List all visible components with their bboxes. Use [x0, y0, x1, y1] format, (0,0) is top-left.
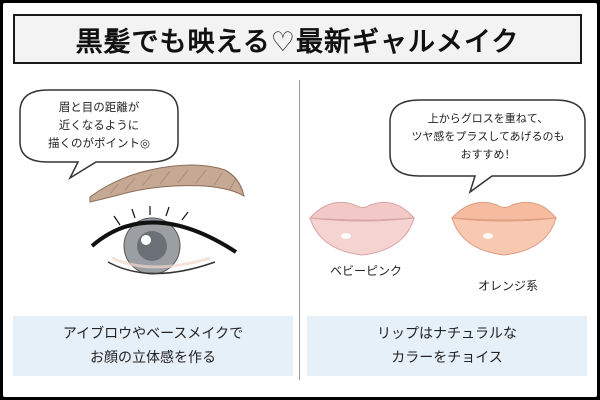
left-bubble-text: 眉と目の距離が 近くなるように 描くのがポイント◎	[32, 98, 166, 152]
left-speech-bubble	[19, 89, 179, 181]
column-divider	[299, 80, 300, 380]
left-bubble-line: 眉と目の距離が	[58, 100, 140, 114]
eyebrow-icon	[89, 164, 245, 203]
pink-lips-icon	[308, 201, 416, 256]
orange-lip-label: オレンジ系	[478, 279, 539, 293]
left-caption-box: アイブロウやベースメイクで お顔の立体感を作る	[13, 316, 293, 376]
right-caption-box: リップはナチュラルな カラーをチョイス	[307, 316, 587, 376]
right-bubble-text: 上からグロスを重ねて、 ツヤ感をプラスしてあげるのも おすすめ！	[396, 110, 580, 164]
right-caption-line: リップはナチュラルな	[377, 326, 517, 342]
page-title: 黒髪でも映える♡最新ギャルメイク	[75, 26, 520, 58]
left-caption-line: アイブロウやベースメイクで	[62, 326, 244, 342]
orange-lips-icon	[450, 201, 557, 256]
title-banner: 黒髪でも映える♡最新ギャルメイク	[13, 14, 582, 64]
eye-icon	[90, 206, 238, 279]
pink-lip-label: ベビーピンク	[330, 264, 403, 278]
right-bubble-line: おすすめ！	[460, 148, 516, 161]
left-bubble-line: 近くなるように	[58, 118, 140, 132]
right-speech-bubble	[389, 99, 586, 194]
right-bubble-line: ツヤ感をプラスしてあげるのも	[411, 130, 565, 143]
right-bubble-line: 上からグロスを重ねて、	[427, 112, 549, 125]
right-caption-line: カラーをチョイス	[391, 350, 503, 366]
left-caption-line: お顔の立体感を作る	[90, 350, 216, 366]
left-bubble-line: 描くのがポイント◎	[47, 136, 151, 150]
